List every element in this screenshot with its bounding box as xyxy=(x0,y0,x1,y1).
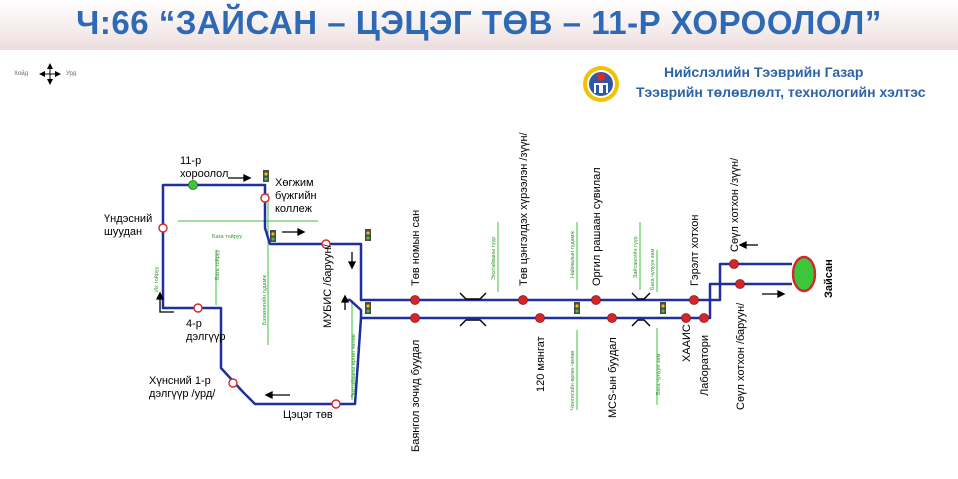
header-band xyxy=(0,0,958,50)
page-title: Ч:66 “ЗАЙСАН – ЦЭЦЭГ ТӨВ – 11-Р ХОРООЛОЛ… xyxy=(76,4,882,41)
stop-label-mubis: МУБИС /баруун/ xyxy=(322,243,334,328)
compass-north-label: Хойд xyxy=(14,70,29,77)
stop-label-tuv-tsengeldekh: Төв цэнгэлдэх хүрээлэн /зүүн/ xyxy=(518,131,530,286)
street-label-baga-toiruu-v: Бага тойруу xyxy=(214,250,221,280)
street-label-ikh-toiruu: Их тойруу xyxy=(153,266,160,292)
street-label-naimal: Наймалын гудамж xyxy=(569,231,576,278)
street-lines xyxy=(178,193,658,410)
stop-label-orgil: Оргил рашаан сувилал xyxy=(591,167,603,286)
filled-stops xyxy=(410,259,745,323)
street-label-zaisangiin-g: Зайсангийн гүүр xyxy=(632,236,639,278)
stop-label-seul-baruun: Сөүл хотхон /баруун/ xyxy=(735,302,747,410)
stop-label-bayngol-zochid: Баянгол зочид буудал xyxy=(410,340,422,452)
stop-label-khaais: ХААИС xyxy=(681,324,693,362)
street-label-baga-chuluu-2: Бага чулуун зам xyxy=(656,354,662,395)
organization-department: Тээврийн төлөвлөлт, технологийн хэлтэс xyxy=(636,84,926,100)
logo-icon xyxy=(583,66,619,102)
stop-label-tsetseg-tuv: Цэцэг төв xyxy=(283,409,333,421)
street-label-baga-toiruu-h: Бага тойруу xyxy=(212,233,242,240)
direction-arrows xyxy=(155,173,786,400)
stop-label-gerelt: Гэрэлт хотхон xyxy=(689,215,701,286)
terminal-zaisan-marker xyxy=(791,255,817,293)
street-label-enkhtaivan-v: Энхтайваны өргөн чөлөө xyxy=(350,334,357,398)
street-label-baga-chuluu-1: Бага чулуун зам xyxy=(650,249,656,290)
terminal-label-zaisan: Зайсан xyxy=(823,259,835,298)
hollow-stops xyxy=(158,193,341,409)
compass-icon: Хойд Урд xyxy=(14,63,77,85)
traffic-light-icons xyxy=(263,170,666,314)
compass-south-label: Урд xyxy=(66,71,77,77)
stop-label-120-myngat: 120 мянгат xyxy=(535,336,547,392)
street-label-bazhinii: Бээжингийн гудамж xyxy=(261,275,268,325)
stop-label-tuv-nomiin-san: Төв номын сан xyxy=(410,210,422,286)
stop-11-khoroolol-marker xyxy=(188,180,198,190)
stop-label-mcs: MCS-ын буудал xyxy=(607,337,619,418)
street-label-enkhtaivan-g: Энхтайваны гүүр xyxy=(490,237,497,280)
street-label-chinggis: Чингисийн өргөн чөлөө xyxy=(569,351,576,410)
organization-name: Нийслэлийн Тээврийн Газар xyxy=(664,64,864,80)
stop-label-laboratori: Лаборатори xyxy=(699,335,711,396)
stop-label-seul-zuun: Сөүл хотхон /зүүн/ xyxy=(729,157,741,252)
bridge-markers xyxy=(459,292,651,327)
